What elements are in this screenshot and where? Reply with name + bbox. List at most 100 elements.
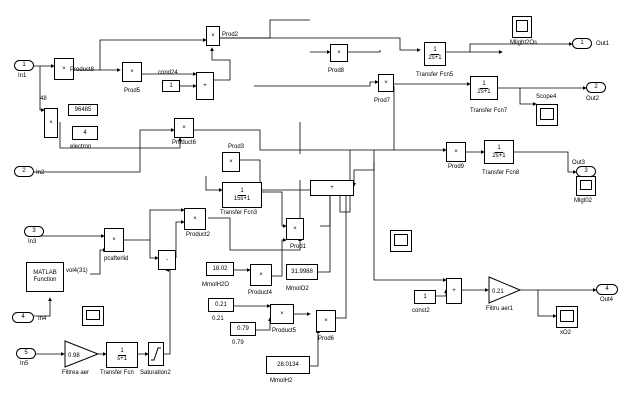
matlab-line1: MATLAB [33,270,57,276]
const-079-block[interactable]: 0.79 [230,322,256,336]
outport-out2-label: Out2 [586,96,600,102]
inport-in1[interactable]: 1 [14,60,34,71]
product6-block[interactable]: × [174,118,194,138]
prod2-label: Prod2 [222,32,239,38]
scope4-scope[interactable] [536,104,558,126]
prod1-block[interactable]: × [286,218,304,240]
tf-num: 1 [118,347,126,356]
prod8-label: Prod8 [328,68,345,74]
filtrea-aer-gain[interactable]: 0.98 [64,340,100,368]
mmolo2-label: MmolO2 [286,286,309,292]
product2-block[interactable]: × [184,208,206,230]
const-1e-block[interactable]: 1 [414,290,436,304]
xo2-scope[interactable] [556,306,578,328]
const-079-label: 0.79 [232,340,244,346]
saturation2-label: Saturation2 [140,370,171,376]
mlight2o-label: Mlight2Os [510,40,538,46]
sum-block-4[interactable]: + [446,278,462,304]
transfer-fcn5-label: Transfer Fcn5 [416,72,454,78]
outport-out2[interactable]: 2 [586,82,606,93]
transfer-fcn3-block[interactable]: 1 15s+1 [222,182,262,208]
inport-in3-label: In3 [28,239,37,245]
pcafterlid-label: pcafterlid [104,256,129,262]
filtru-aer1-label: Filtru aer1 [486,306,514,312]
mmolh2-label: MmolH2 [270,378,293,384]
sum-block-1[interactable]: + [196,72,214,100]
const-18-block[interactable]: 18.02 [206,262,234,276]
inport-in2[interactable]: 2 [14,166,34,177]
divide-block[interactable]: - [158,250,176,270]
transfer-fcn5-block[interactable]: 1 2s+1 [424,42,446,66]
inport-in1-label: In1 [18,73,27,79]
product4-label: Product4 [248,290,273,296]
transfer-fcn-block[interactable]: 1 s+1 [106,342,138,368]
tf3-num: 1 [238,187,246,196]
electron-label: electron [70,144,92,150]
saturation2-block[interactable] [148,342,164,366]
pcafterlid-block[interactable]: × [104,228,124,252]
transfer-fcn8-label: Transfer Fcn8 [482,170,520,176]
vol41-label: vol4(31) [66,268,88,274]
transfer-fcn7-block[interactable]: 1 2s+1 [470,76,498,100]
inport-in5[interactable]: 5 [16,348,36,359]
prod9-label: Prod9 [448,164,465,170]
filtru-aer1-gain[interactable]: 0.21 [488,276,522,304]
sum-block-3[interactable]: + [310,180,354,196]
transfer-fcn8-block[interactable]: 1 2s+1 [484,140,514,164]
scope-left[interactable] [82,306,104,326]
outport-out1[interactable]: 1 [572,38,592,49]
prod5-block[interactable]: × [122,62,142,82]
prod2-block[interactable]: × [206,26,220,46]
product4-block[interactable]: × [250,264,272,286]
transfer-fcn3-label: Transfer Fcn3 [220,210,258,216]
mlgt02-label: Mlgt02 [574,198,593,204]
tf-den: s+1 [117,355,127,362]
outport-out4[interactable]: 4 [596,284,618,295]
mmolh2o-label: MmolH2O [202,282,230,288]
const-28-block[interactable]: 28.0134 [266,356,310,374]
inport-in4-label: In4 [38,316,47,322]
filtrea-aer-value: 0.98 [68,353,80,359]
matlab-function-block[interactable]: MATLAB Function [26,262,64,292]
tf7-den: 2s+1 [477,88,491,95]
tf8-num: 1 [495,144,503,153]
filtrea-aer-label: Filtrea aer [62,370,90,376]
saturation-icon [151,347,161,361]
scope-mid[interactable] [390,230,412,252]
product6-label: Product6 [172,140,197,146]
product5-block[interactable]: × [270,304,294,324]
prod6-block[interactable]: × [316,310,336,332]
transfer-fcn7-label: Transfer Fcn7 [470,108,508,114]
scope4-label: Scope4 [536,94,557,100]
prod1-label: Prod1 [290,244,307,250]
tf8-den: 2s+1 [492,152,506,159]
prod5-label: Prod5 [124,88,141,94]
const-31-block[interactable]: 31.9988 [286,264,318,280]
outport-out3-label: Out3 [572,160,586,166]
filtru-aer1-value: 0.21 [492,289,504,295]
const-021-block[interactable]: 0.21 [208,298,234,312]
prod6-label: Prod6 [318,336,335,342]
product-divide-block[interactable]: × [44,108,58,138]
const-021-label: 0.21 [212,316,224,322]
product2-label: Product2 [186,232,211,238]
matlab-line2: Function [33,277,57,283]
const-1a-block[interactable]: 1 [162,80,180,92]
const-48-label: 48 [40,96,47,102]
mlight2o-scope[interactable] [512,16,532,38]
product8-block[interactable]: × [54,58,74,80]
const-4-block[interactable]: 4 [72,126,98,140]
prod9-block[interactable]: × [446,142,466,162]
mlgt02-scope[interactable] [576,176,596,196]
product5-label: Product5 [272,328,297,334]
prod8-block[interactable]: × [330,44,348,62]
prod7-block[interactable]: × [378,74,394,92]
const-96485-block[interactable]: 96485 [68,104,98,116]
inport-in3[interactable]: 3 [24,226,44,237]
inport-in4[interactable]: 4 [12,312,34,323]
inport-in5-label: In5 [20,361,29,367]
tf7-num: 1 [480,80,488,89]
prod3-label: Prod3 [228,144,245,150]
prod3-block[interactable]: × [222,152,240,172]
